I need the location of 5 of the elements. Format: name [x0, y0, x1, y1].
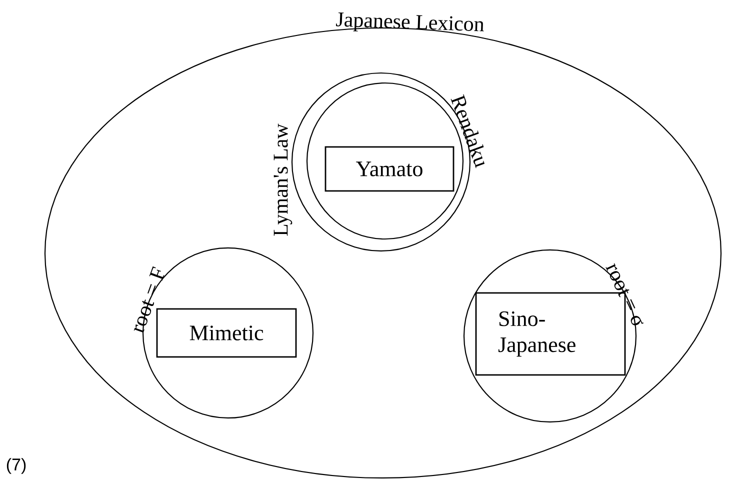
label-box: Yamato [324, 146, 454, 192]
circle-label: Japanese Lexicon [336, 12, 484, 32]
figure-number: (7) [6, 458, 26, 474]
circle-label: Lyman's Law [274, 124, 292, 236]
label-box: Mimetic [156, 308, 297, 358]
